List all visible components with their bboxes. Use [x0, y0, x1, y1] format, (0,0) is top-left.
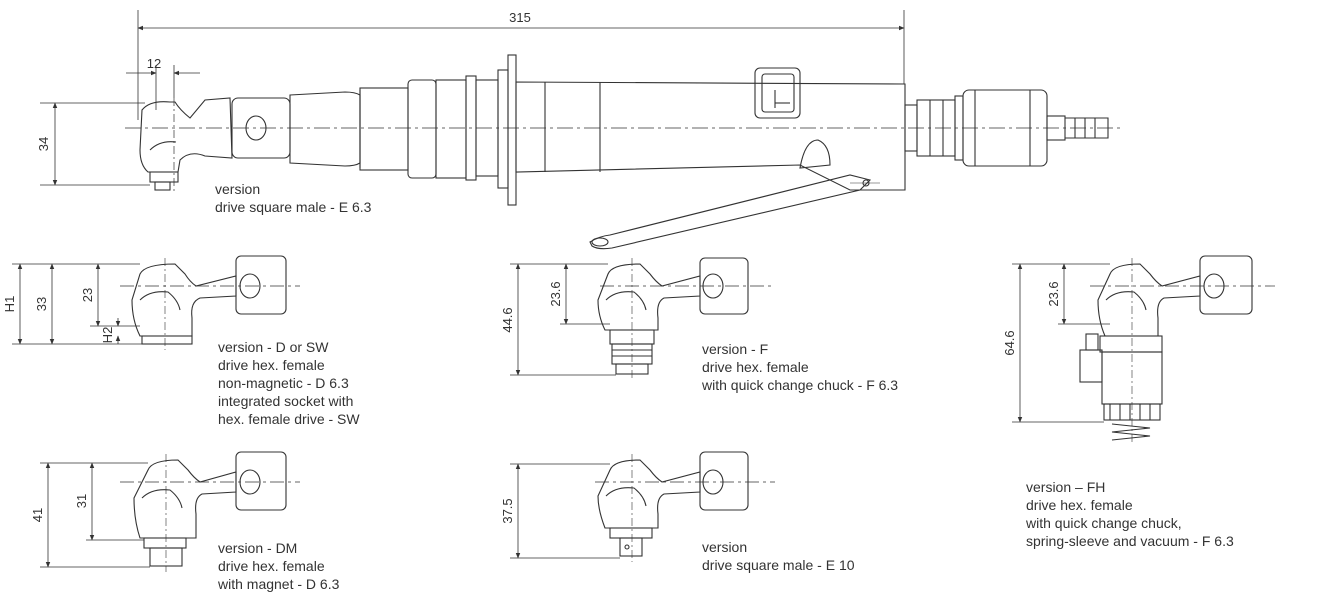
caption-fh-line-3: with quick change chuck,: [1026, 515, 1182, 531]
dim-d-h1: H1: [2, 296, 17, 313]
caption-f: version - F drive hex. female with quick…: [702, 340, 898, 394]
caption-dm-line-3: with magnet - D 6.3: [218, 576, 340, 592]
dim-main-height: 34: [36, 137, 51, 151]
caption-f-line-3: with quick change chuck - F 6.3: [702, 377, 899, 393]
head-version-dm: [120, 451, 300, 572]
caption-dm-line-2: drive hex. female: [218, 558, 325, 574]
dim-fh-64-6: 64.6: [1002, 330, 1017, 355]
caption-fh: version – FH drive hex. female with quic…: [1026, 478, 1234, 550]
caption-fh-line-1: version – FH: [1026, 479, 1106, 495]
head-version-f: [597, 257, 775, 380]
caption-d-sw-line-3: non-magnetic - D 6.3: [218, 375, 349, 391]
dim-d-23: 23: [80, 288, 95, 302]
caption-dm: version - DM drive hex. female with magn…: [218, 539, 339, 593]
caption-e10: version drive square male - E 10: [702, 538, 855, 574]
caption-f-line-1: version - F: [702, 341, 769, 357]
dimension-lines-f: [510, 263, 616, 376]
dim-d-33: 33: [34, 297, 49, 311]
caption-d-sw-line-2: drive hex. female: [218, 357, 325, 373]
caption-fh-line-2: drive hex. female: [1026, 497, 1133, 513]
dimension-lines-main: [40, 10, 905, 186]
caption-d-sw-line-1: version - D or SW: [218, 339, 329, 355]
caption-d-sw-line-4: integrated socket with: [218, 393, 354, 409]
dim-dm-41: 41: [30, 508, 45, 522]
dimension-lines-e10: [510, 463, 620, 559]
caption-main-line-1: version: [215, 181, 261, 197]
caption-e10-line-2: drive square male - E 10: [702, 557, 855, 573]
caption-d-sw: version - D or SW drive hex. female non-…: [218, 338, 360, 428]
dim-fh-23-6: 23.6: [1046, 281, 1061, 306]
caption-f-line-2: drive hex. female: [702, 359, 809, 375]
main-tool-drawing: [125, 54, 1120, 250]
dim-f-44-6: 44.6: [500, 307, 515, 332]
caption-d-sw-line-5: hex. female drive - SW: [218, 411, 360, 427]
head-version-e10: [595, 451, 775, 562]
dimension-lines-fh: [1012, 263, 1110, 423]
dimension-lines-d-sw: [12, 263, 142, 345]
dim-d-h2: H2: [100, 327, 115, 344]
caption-main-line-2: drive square male - E 6.3: [215, 199, 372, 215]
dimension-lines-dm: [40, 462, 150, 568]
caption-main: version drive square male - E 6.3: [215, 180, 371, 216]
dim-f-23-6: 23.6: [548, 281, 563, 306]
dim-dm-31: 31: [74, 494, 89, 508]
head-version-d-sw: [120, 255, 300, 350]
caption-dm-line-1: version - DM: [218, 540, 298, 556]
dim-e10-37-5: 37.5: [500, 498, 515, 523]
caption-fh-line-4: spring-sleeve and vacuum - F 6.3: [1026, 533, 1234, 549]
dim-overall-length: 315: [509, 10, 531, 25]
caption-e10-line-1: version: [702, 539, 748, 555]
head-version-fh: [1079, 255, 1275, 445]
dim-head-offset: 12: [147, 56, 161, 71]
